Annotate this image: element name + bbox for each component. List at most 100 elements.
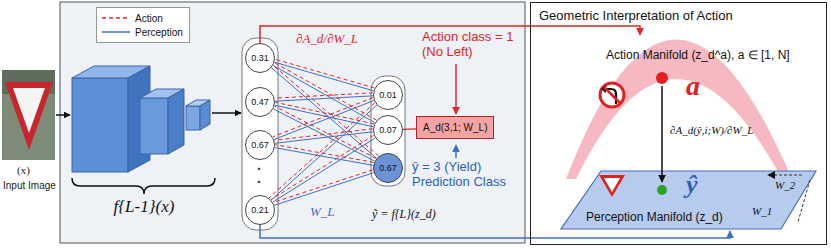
brace bbox=[72, 178, 215, 194]
prediction-label: ŷ = 3 (Yield) Prediction Class bbox=[412, 160, 524, 190]
output-neuron-text: 0.01 bbox=[379, 90, 397, 100]
cnn-blocks bbox=[72, 66, 210, 172]
action-class-label-holder: Action class = 1 (No Left) bbox=[422, 30, 526, 60]
weight-label: W_L bbox=[310, 205, 335, 220]
input-symbol-holder: (x) bbox=[17, 164, 30, 177]
legend-line bbox=[102, 17, 130, 19]
action-class-label: Action class = 1 (No Left) bbox=[422, 30, 526, 60]
geometric-panel: Geometric Interpretation of ActionAction… bbox=[530, 2, 827, 245]
input-arrow bbox=[56, 114, 70, 116]
legend-line bbox=[102, 31, 130, 33]
neuron: 0.47 bbox=[245, 87, 275, 117]
input-caption: Input Image bbox=[3, 180, 56, 192]
perception-panel bbox=[60, 2, 525, 243]
function-label-holder: f{L-1}(x) bbox=[84, 197, 204, 217]
neuron: 0.21 bbox=[245, 195, 275, 225]
ellipsis-dot: . bbox=[257, 170, 261, 186]
sign-slash bbox=[604, 87, 620, 103]
action-gradient bbox=[275, 59, 374, 88]
action-line-sample bbox=[101, 13, 131, 23]
action-gradient bbox=[275, 63, 377, 120]
perception-weight bbox=[274, 173, 373, 206]
weight-label-holder: W_L bbox=[310, 205, 335, 220]
action-function-box: A_d(3,1; W_L) bbox=[416, 116, 494, 139]
neuron-text: 0.47 bbox=[251, 97, 269, 107]
basis-w1 bbox=[798, 180, 810, 222]
legend-row: Perception bbox=[101, 25, 183, 39]
connector bbox=[403, 128, 416, 130]
neuron-text: 0.21 bbox=[251, 205, 269, 215]
action-gradient bbox=[273, 66, 378, 156]
yield-sign-icon bbox=[599, 175, 625, 197]
action-symbol: a bbox=[686, 70, 700, 102]
perception-weight bbox=[275, 96, 373, 101]
output-neuron: 0.07 bbox=[373, 115, 403, 145]
yield-face bbox=[604, 178, 620, 192]
basis-w2 bbox=[768, 175, 802, 176]
geometric-panel-text: Geometric Interpretation of Action bbox=[539, 8, 733, 23]
perception-line-sample bbox=[101, 27, 131, 37]
action-gradient bbox=[275, 102, 374, 124]
neuron: 0.31 bbox=[245, 43, 275, 73]
ellipsis-dot-holder: . bbox=[257, 170, 261, 186]
yield-sign-face bbox=[13, 88, 45, 133]
action-gradient bbox=[275, 145, 373, 163]
input-caption-holder: Input Image bbox=[3, 180, 56, 192]
output-neuron: 0.01 bbox=[373, 80, 403, 110]
layer-column bbox=[371, 76, 405, 186]
action-gradient bbox=[275, 129, 373, 141]
perception-manifold-text: Perception Manifold (z_d) bbox=[586, 210, 723, 224]
output-function-label: ỹ = f{L}(z_d) bbox=[372, 208, 436, 222]
gradient-label-holder: ∂A_d(ŷ,i;W)/∂W_L bbox=[670, 124, 753, 137]
yield-border bbox=[599, 175, 625, 197]
action-manifold-text: Action Manifold (z_d^a), a ∈ [1, N] bbox=[606, 48, 790, 62]
action-gradient bbox=[275, 106, 376, 158]
action-symbol-holder: a bbox=[686, 70, 700, 102]
basis-label-holder: W_2 bbox=[775, 179, 795, 192]
perception-weight bbox=[275, 132, 373, 144]
photo-ground bbox=[2, 70, 55, 160]
perception-manifold-outline bbox=[561, 171, 816, 229]
input-image bbox=[2, 70, 55, 160]
perception-weight bbox=[271, 68, 376, 158]
prediction-symbol-holder: ŷ bbox=[686, 170, 698, 200]
cnn-side bbox=[168, 89, 184, 154]
prediction-point bbox=[657, 185, 667, 195]
action-gradient bbox=[271, 135, 374, 199]
action-gradient bbox=[273, 170, 372, 203]
neuron-text: 0.67 bbox=[251, 140, 269, 150]
action-point bbox=[656, 72, 668, 84]
neuron-text: 0.31 bbox=[251, 53, 269, 63]
neuron: 0.67 bbox=[245, 130, 275, 160]
basis-label: W_2 bbox=[775, 179, 795, 192]
yield-sign-border bbox=[5, 82, 53, 150]
cnn-front bbox=[140, 98, 168, 154]
cnn-side bbox=[200, 100, 210, 130]
prediction-label-holder: ŷ = 3 (Yield) Prediction Class bbox=[412, 160, 524, 190]
feature-arrow bbox=[212, 112, 241, 114]
output-neuron: 0.67 bbox=[373, 153, 403, 183]
perception-weight bbox=[273, 138, 376, 202]
basis-label-holder: W_1 bbox=[752, 205, 772, 218]
cnn-front bbox=[72, 78, 128, 172]
legend-row: Action bbox=[101, 11, 183, 25]
layer-column bbox=[242, 38, 278, 230]
function-label: f{L-1}(x) bbox=[84, 197, 204, 217]
action-gradient bbox=[269, 103, 375, 198]
output-neuron-text: 0.07 bbox=[379, 125, 397, 135]
action-manifold-outline bbox=[566, 39, 791, 179]
action-class-arrow bbox=[455, 64, 457, 114]
action-gradient bbox=[275, 93, 373, 98]
prediction-symbol: ŷ bbox=[686, 170, 698, 200]
gradient-arrow bbox=[661, 86, 663, 182]
cnn-front bbox=[186, 106, 200, 130]
no-left-sign bbox=[600, 83, 624, 107]
perception-weight bbox=[273, 65, 375, 122]
output-function-label-holder: ỹ = f{L}(z_d) bbox=[372, 208, 436, 222]
gradient-label: ∂A_d(ŷ,i;W)/∂W_L bbox=[670, 124, 753, 137]
legend-text: Perception bbox=[135, 27, 183, 38]
basis-label: W_1 bbox=[752, 205, 772, 218]
prediction-arrow bbox=[455, 145, 457, 158]
perception-weight bbox=[274, 62, 373, 91]
